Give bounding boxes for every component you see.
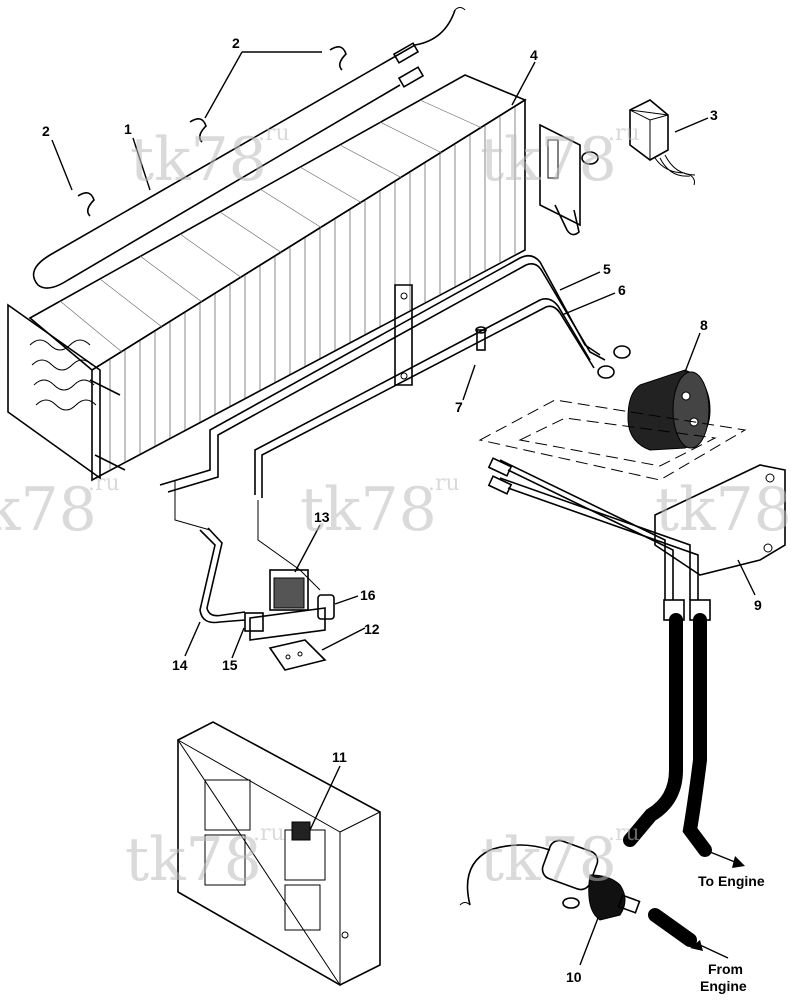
to-engine-label: To Engine <box>698 873 765 889</box>
heater-core-fins <box>109 107 516 470</box>
callout-12: 12 <box>364 621 380 637</box>
callout-16: 16 <box>360 587 376 603</box>
watermark-main: tk78 <box>655 475 792 545</box>
engine-hoses <box>623 599 745 868</box>
heater-lines <box>159 254 631 498</box>
watermark-main: tk78 <box>480 825 617 895</box>
grommet <box>627 369 711 451</box>
watermark-main: tk78 <box>0 475 97 545</box>
callout-5: 5 <box>603 261 611 277</box>
water-pump <box>459 839 729 959</box>
watermark-suffix: .ru <box>258 121 290 146</box>
clip-parts <box>77 46 347 217</box>
callout-13: 13 <box>314 509 330 525</box>
callout-11: 11 <box>332 749 347 765</box>
callout-3: 3 <box>710 107 718 123</box>
callout-1: 1 <box>124 121 132 137</box>
callout-4: 4 <box>530 47 538 63</box>
bulkhead-bracket <box>487 457 786 600</box>
callout-2b: 2 <box>42 123 50 139</box>
from-engine-label-line1: From <box>708 961 743 977</box>
watermark-suffix: .ru <box>608 121 640 146</box>
callout-numbers: 1 2 2 3 4 5 6 7 8 9 10 11 12 13 14 15 16 <box>42 35 762 985</box>
watermark-suffix: .ru <box>253 821 285 846</box>
control-box <box>177 721 381 987</box>
callout-10: 10 <box>566 969 582 985</box>
callout-6: 6 <box>618 282 626 298</box>
thermostat-switch <box>629 99 696 186</box>
gasket-outline <box>478 399 747 481</box>
callout-14: 14 <box>172 657 188 673</box>
from-engine-label-line2: Engine <box>700 978 747 994</box>
heater-core <box>7 74 599 482</box>
core-tube-ends <box>29 339 97 411</box>
watermark-suffix: .ru <box>88 471 120 496</box>
callout-7: 7 <box>455 399 463 415</box>
leader-lines <box>51 51 756 966</box>
watermark-main: tk78 <box>480 125 617 195</box>
engine-labels: To Engine From Engine <box>698 873 765 994</box>
watermark-main: tk78 <box>125 825 262 895</box>
capillary-tube <box>32 7 466 289</box>
watermark-suffix: .ru <box>428 471 460 496</box>
watermark-main: tk78 <box>130 125 267 195</box>
callout-15: 15 <box>222 657 238 673</box>
callout-9: 9 <box>754 597 762 613</box>
callout-2a: 2 <box>232 35 240 51</box>
callout-8: 8 <box>700 317 708 333</box>
screw <box>475 326 487 351</box>
water-valve-assembly <box>174 480 335 671</box>
watermark-suffix: .ru <box>608 821 640 846</box>
watermark-main: tk78 <box>300 475 437 545</box>
watermarks: tk78 .ru tk78 .ru tk78 .ru tk78 .ru tk78… <box>0 121 792 895</box>
